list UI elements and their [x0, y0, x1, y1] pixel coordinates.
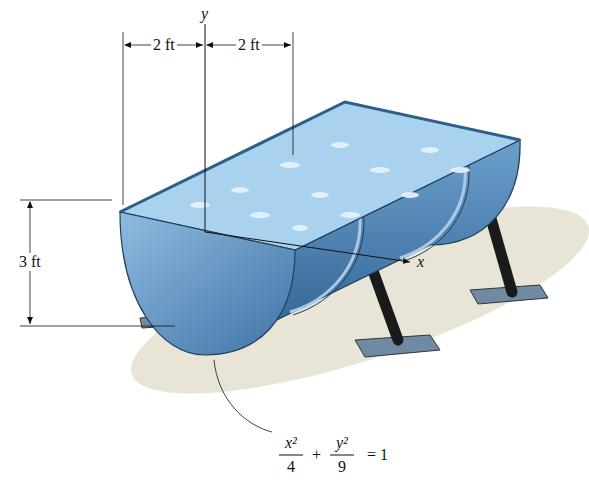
equation-term: y²	[336, 434, 348, 452]
equation-term: 9	[338, 458, 346, 476]
axis-label: x	[417, 253, 424, 271]
axis-label: y	[201, 5, 208, 23]
equation-term: = 1	[367, 446, 388, 464]
equation-term: 4	[287, 458, 295, 476]
dimension-label: 3 ft	[17, 253, 43, 271]
dimension-label: 2 ft	[151, 36, 177, 54]
equation-term: +	[312, 446, 321, 464]
equation-term: x²	[285, 434, 297, 452]
dimension-label: 2 ft	[236, 36, 262, 54]
